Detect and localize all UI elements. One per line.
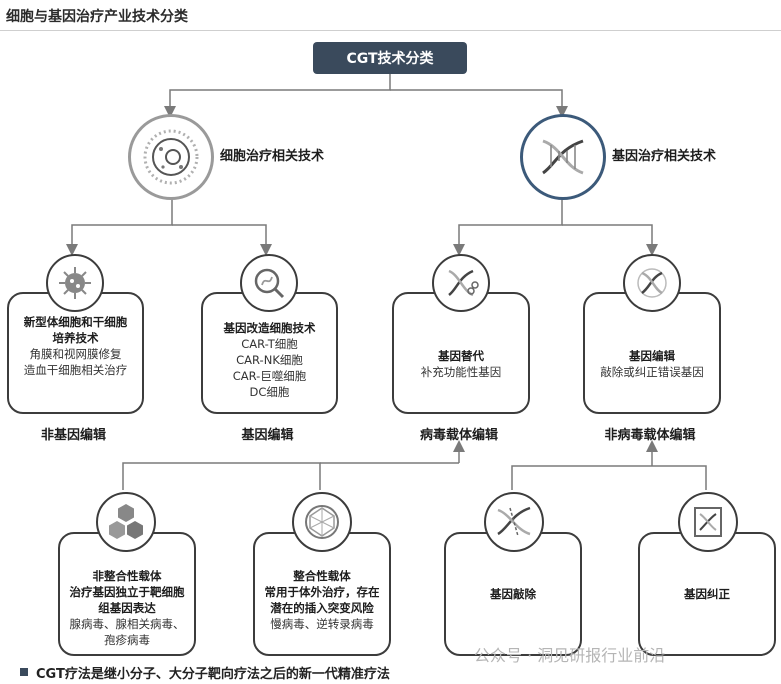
virus-icon (59, 267, 91, 299)
card-gene-correction: 基因纠正 (638, 532, 776, 656)
dna-cut-icon (497, 506, 531, 537)
gene-cell-icon-badge (240, 254, 298, 312)
root-node: CGT技术分类 (313, 42, 467, 74)
card-integrating-vector: 整合性载体 常用于体外治疗，存在 潜在的插入突变风险 慢病毒、逆转录病毒 (253, 532, 391, 656)
card-sub-line: 孢疹病毒 (104, 633, 150, 647)
card-gene-edited-cells: 基因改造细胞技术 CAR-T细胞 CAR-NK细胞 CAR-巨噬细胞 DC细胞 (201, 292, 338, 414)
card-sub-line: 敲除或纠正错误基因 (600, 365, 704, 379)
card-title-line: 培养技术 (52, 331, 99, 345)
card-sub-line: 造血干细胞相关治疗 (23, 363, 128, 377)
caption-viral-vector: 病毒载体编辑 (419, 428, 498, 443)
gene-therapy-circle (520, 114, 606, 200)
non-integrating-icon-badge (96, 492, 156, 552)
gene-therapy-label: 基因治疗相关技术 (612, 149, 717, 164)
card-title-line: 潜在的插入突变风险 (270, 601, 374, 615)
title-divider (0, 30, 781, 31)
card-title-line: 非整合性载体 (92, 569, 162, 583)
hexagon-cluster-icon (109, 504, 143, 539)
knockout-icon-badge (484, 492, 544, 552)
gene-editing-icon-badge (623, 254, 681, 312)
card-sub-line: 补充功能性基因 (420, 365, 502, 379)
card-gene-editing: 基因编辑 敲除或纠正错误基因 (583, 292, 721, 414)
figure-title: 细胞与基因治疗产业技术分类 (6, 9, 188, 25)
capsid-icon (305, 505, 339, 539)
footnote-bullet (20, 668, 28, 676)
footnote-text: CGT疗法是继小分子、大分子靶向疗法之后的新一代精准疗法 (36, 667, 390, 682)
card-sub-line: CAR-NK细胞 (236, 353, 303, 367)
cell-therapy-label: 细胞治疗相关技术 (220, 149, 325, 164)
card-title-line: 基因改造细胞技术 (223, 321, 316, 335)
caption-gene-editing: 基因编辑 (241, 428, 294, 443)
dna-scissors-icon (448, 269, 479, 297)
card-sub-line: 腺病毒、腺相关病毒、 (69, 617, 185, 631)
caption-non-gene-editing: 非基因编辑 (40, 428, 106, 443)
cell-therapy-circle (128, 114, 214, 200)
card-sub-line: 慢病毒、逆转录病毒 (270, 617, 374, 631)
card-gene-knockout: 基因敲除 (444, 532, 582, 656)
card-title-line: 基因敲除 (490, 587, 536, 601)
card-title-line: 新型体细胞和干细胞 (23, 315, 128, 329)
card-sub-line: CAR-巨噬细胞 (232, 369, 307, 383)
card-non-gene-editing: 新型体细胞和干细胞 培养技术 角膜和视网膜修复 造血干细胞相关治疗 (7, 292, 144, 414)
gene-replacement-icon-badge (432, 254, 490, 312)
magnifier-icon (254, 268, 285, 299)
correction-icon-badge (678, 492, 738, 552)
card-title-line: 常用于体外治疗，存在 (264, 585, 380, 599)
card-sub-line: DC细胞 (249, 385, 290, 399)
card-title-line: 基因纠正 (684, 587, 730, 601)
card-title-line: 组基因表达 (98, 601, 156, 615)
card-sub-line: CAR-T细胞 (241, 337, 298, 351)
watermark: 公众号 · 洞见研报行业前沿 (474, 646, 666, 665)
card-title-line: 基因替代 (438, 349, 484, 363)
caption-non-viral-vector: 非病毒载体编辑 (604, 428, 696, 443)
card-title-line: 基因编辑 (629, 349, 675, 363)
card-title-line: 整合性载体 (293, 569, 351, 583)
dna-edit-icon (637, 268, 667, 298)
document-dna-icon (694, 507, 722, 537)
integrating-icon-badge (292, 492, 352, 552)
stem-cell-icon-badge (46, 254, 104, 312)
dna-icon (542, 139, 584, 175)
footnote: CGT疗法是继小分子、大分子靶向疗法之后的新一代精准疗法 (36, 663, 390, 682)
cell-icon (143, 129, 199, 185)
card-title-line: 治疗基因独立于靶细胞 (69, 585, 185, 599)
card-sub-line: 角膜和视网膜修复 (29, 347, 122, 361)
